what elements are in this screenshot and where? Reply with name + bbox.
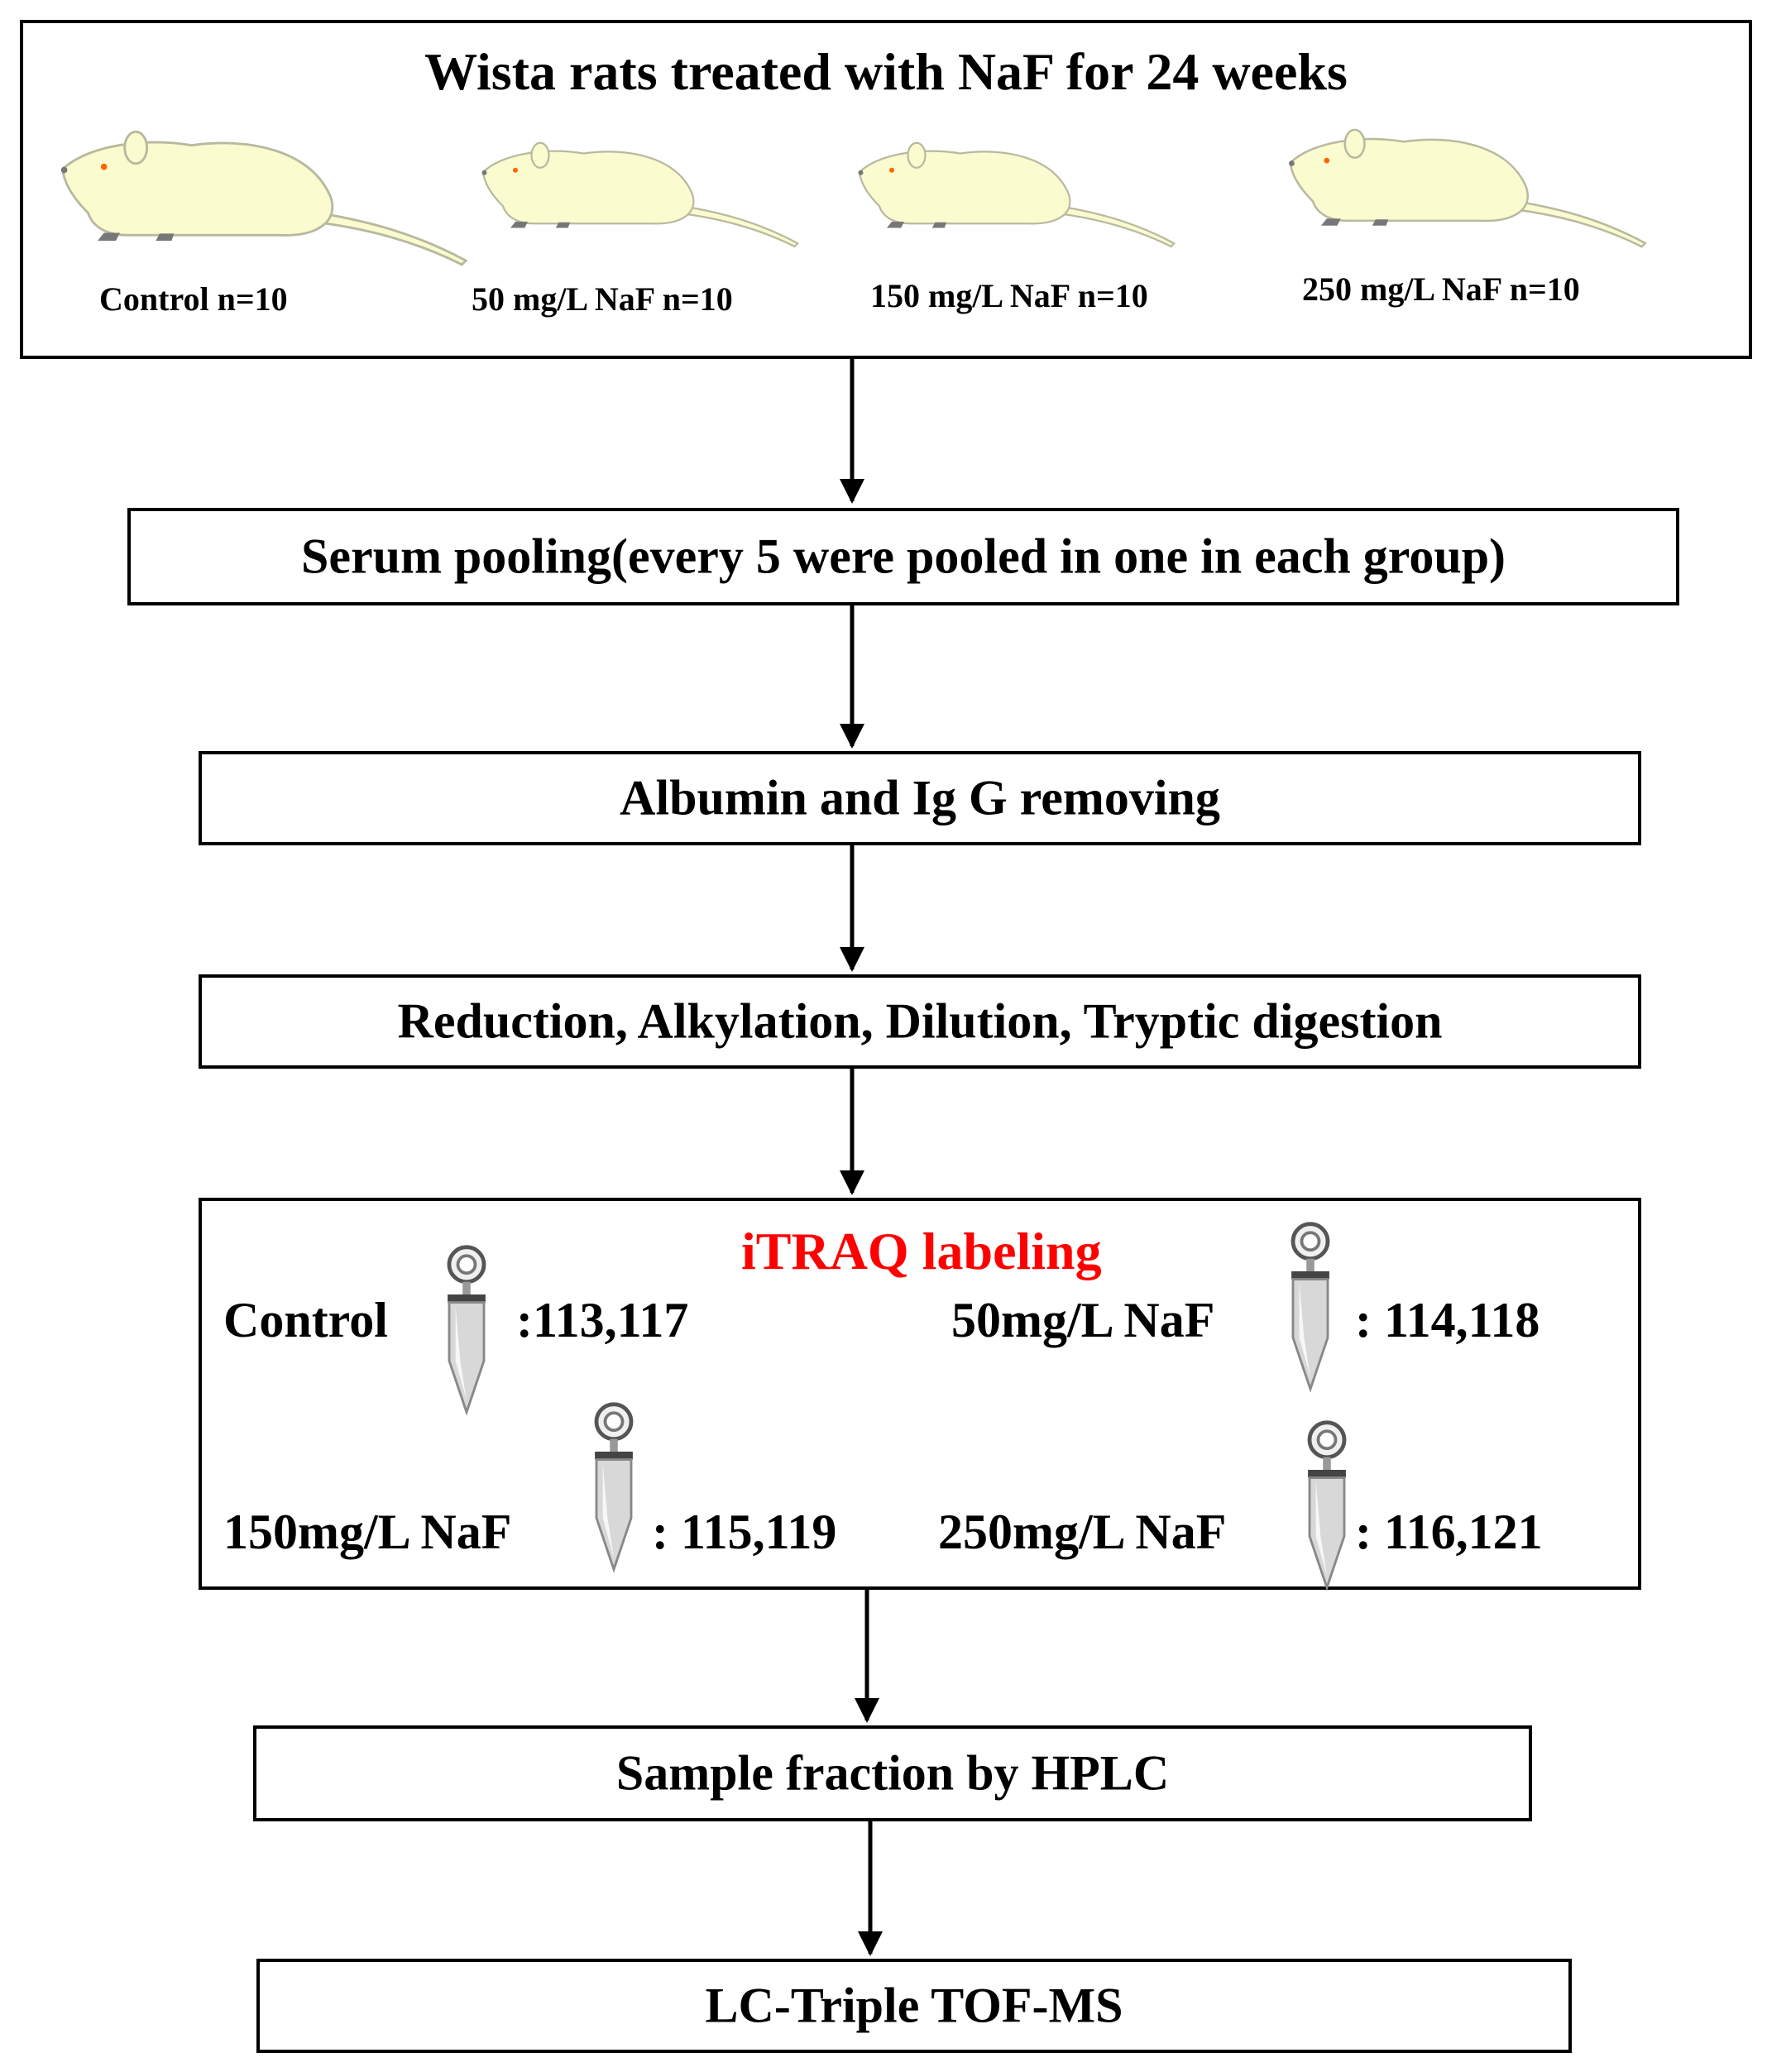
digestion-label: Reduction, Alkylation, Dilution, Tryptic… (397, 993, 1443, 1049)
flow-arrow-6 (858, 1821, 883, 1956)
ms-label: LC-Triple TOF-MS (705, 1978, 1123, 2033)
flow-arrow-1 (840, 359, 864, 504)
serum-pooling-box: Serum pooling(every 5 were pooled in one… (127, 508, 1679, 605)
flow-arrow-2 (840, 605, 864, 749)
group-label-control: Control n=10 (99, 280, 288, 318)
itraq-label-250-group: 250mg/L NaF (938, 1505, 1227, 1559)
serum-pooling-label: Serum pooling(every 5 were pooled in one… (300, 529, 1506, 584)
itraq-label-150-group: 150mg/L NaF (223, 1505, 512, 1559)
itraq-label-control-tags: :113,117 (516, 1293, 689, 1347)
albumin-removal-box: Albumin and Ig G removing (199, 751, 1641, 845)
tube-control-icon (442, 1242, 491, 1416)
itraq-box: iTRAQ labeling Control :113,117 50mg/L N… (199, 1198, 1641, 1590)
hplc-fraction-label: Sample fraction by HPLC (615, 1745, 1170, 1801)
rat-control-image (56, 131, 470, 271)
study-box: Wista rats treated with NaF for 24 weeks… (20, 20, 1752, 359)
itraq-label-50-group: 50mg/L NaF (951, 1293, 1215, 1347)
group-label-250: 250 mg/L NaF n=10 (1302, 270, 1580, 308)
ms-box: LC-Triple TOF-MS (256, 1959, 1572, 2053)
itraq-label-50-tags: : 114,118 (1355, 1293, 1540, 1347)
rat-150-image (855, 131, 1177, 263)
itraq-label-250-tags: : 116,121 (1355, 1505, 1543, 1559)
group-label-50: 50 mg/L NaF n=10 (472, 280, 733, 318)
itraq-label-150-tags: : 115,119 (652, 1505, 837, 1559)
rat-250-image (1285, 122, 1649, 259)
digestion-box: Reduction, Alkylation, Dilution, Tryptic… (199, 974, 1641, 1069)
itraq-label-control-group: Control (223, 1293, 388, 1347)
group-label-150: 150 mg/L NaF n=10 (870, 277, 1148, 314)
tube-150-icon (589, 1400, 639, 1573)
flow-arrow-3 (840, 845, 864, 972)
itraq-title: iTRAQ labeling (741, 1222, 1102, 1280)
albumin-removal-label: Albumin and Ig G removing (620, 770, 1220, 825)
rat-50-image (478, 131, 801, 263)
tube-250-icon (1302, 1418, 1352, 1591)
flow-arrow-5 (855, 1590, 879, 1723)
study-title: Wista rats treated with NaF for 24 weeks (424, 42, 1348, 101)
flow-arrow-4 (840, 1069, 864, 1195)
tube-50-icon (1286, 1219, 1335, 1393)
hplc-fraction-box: Sample fraction by HPLC (253, 1725, 1532, 1821)
